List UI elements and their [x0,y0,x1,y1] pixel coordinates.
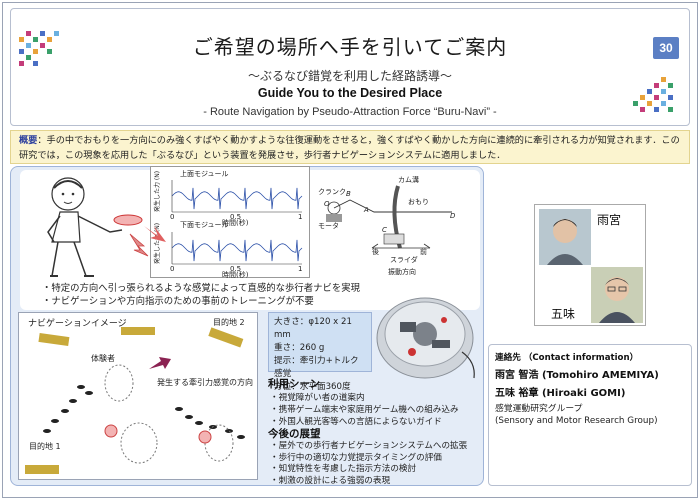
point-b-label: B [346,190,351,198]
tick-05-top: 0.5 [230,213,241,221]
upper-module-label: 上面モジュール [180,169,229,178]
spec-weight: 重さ：260 g [274,343,325,353]
front-label: 前 [420,247,427,256]
contact-label: 連絡先 （Contact information） [495,353,639,363]
ylabel-bottom: 発生した力 (N) [153,223,161,264]
decorative-dots-left [19,31,59,66]
photo-amemiya [539,209,591,265]
mechanism-diagram: クランク モータ カム溝 おもり スライダ 後 前 振動方向 O B A C D [318,175,456,276]
point-a-label: A [363,206,369,214]
contact-group-en: (Sensory and Motor Research Group) [495,416,658,426]
use-scene-item: 視覚障がい者の道案内 [270,392,459,404]
point-o-label: O [324,200,330,208]
navigation-illustration: 目的地 2 目的地 1 体験者 発生する牽引力感覚の方向 [25,317,253,474]
decorative-dots-right [633,77,673,112]
contact-box: 連絡先 （Contact information） 雨宮 智浩 (Tomohir… [488,344,692,486]
red-arrow-icon [144,226,166,242]
researcher-photos: 雨宮 五味 [534,204,646,326]
spec-presentation: 提示：牽引力+トルク感覚 [274,356,359,379]
navigation-image-title: ナビゲーションイメージ [28,319,127,329]
feature-bullet-1: 特定の方向へ引っ張られるような感覚によって直感的な歩行者ナビを実現 [42,282,360,295]
person-illustration [47,177,149,277]
contact-name-gomi: 五味 裕章 (Hiroaki GOMI) [495,388,626,399]
goal1-label: 目的地 1 [29,441,61,451]
goal2-label: 目的地 2 [213,317,245,327]
upper-force-series [171,187,303,210]
summary-text-line2: 研究では，この現象を応用した「ぶるなび」という装置を発展させ，歩行者ナビゲーショ… [19,150,506,161]
subtitle-japanese: ～ぶるなび錯覚を利用した経路誘導～ [247,69,452,83]
feature-bullet-2: ナビゲーションや方向指示のための事前のトレーニングが不要 [42,295,360,308]
name-tag-gomi: 五味 [551,307,576,321]
device-photo [376,297,475,379]
tick-0-bot: 0 [170,265,174,273]
photo-gomi [591,267,643,323]
motor-label: モータ [318,221,339,230]
future-item: 知覚特性を考慮した指示方法の検討 [270,464,467,476]
name-tag-amemiya: 雨宮 [597,213,622,227]
person-label: 体験者 [91,353,115,363]
summary-text-line1: ：手の中でおもりを一方向にのみ強くすばやく動かすような往復運動をさせると，強くす… [37,135,680,146]
future-item: 刺激の設計による強弱の表現 [270,476,467,488]
tick-0-top: 0 [170,213,174,221]
future-item: 歩行中の適切な力覚提示タイミングの評価 [270,453,467,465]
feature-bullets: 特定の方向へ引っ張られるような感覚によって直感的な歩行者ナビを実現 ナビゲーショ… [42,282,360,308]
direction-label: 振動方向 [388,267,416,276]
xlabel-bottom: 時間(秒) [222,270,249,278]
summary-label: 概要 [19,135,38,146]
xlabel-top: 時間(秒) [222,218,249,227]
spec-box: 大きさ：φ120 x 21 mm 重さ：260 g 提示：牽引力+トルク感覚 方… [268,312,372,392]
summary-box: 概要：手の中でおもりを一方向にのみ強くすばやく動かすような往復運動をさせると，強… [10,130,690,164]
point-d-label: D [450,212,456,220]
use-scene-list: 視覚障がい者の道案内 携帯ゲーム端末や家庭用ゲーム機への組み込み 外国人観光客等… [270,392,459,428]
use-scene-heading: 利用シーン [268,378,320,390]
ylabel-top: 発生した力 (N) [153,171,161,212]
weight-label: おもり [408,198,429,206]
contact-name-amemiya: 雨宮 智浩 (Tomohiro AMEMIYA) [495,370,659,381]
point-c-label: C [382,226,387,234]
spec-direction: 方位：水平面360度 [274,382,351,392]
tick-1-top: 1 [298,213,302,221]
title-english: Guide You to the Desired Place [257,86,443,100]
back-label: 後 [372,247,379,256]
lower-module-label: 下面モジュール [180,221,229,229]
force-chart: 上面モジュール 下面モジュール 0 0.5 1 時間(秒) 0 0.5 1 時間… [150,166,310,278]
poster-header: ご希望の場所へ手を引いてご案内 ～ぶるなび錯覚を利用した経路誘導～ Guide … [10,8,690,126]
page-number-badge: 30 [653,37,679,59]
future-list: 屋外での歩行者ナビゲーションシステムへの拡張 歩行中の適切な力覚提示タイミングの… [270,441,468,488]
force-direction-label: 発生する牽引力感覚の方向 [157,377,253,387]
contact-group-jp: 感覚運動研究グループ [495,404,583,414]
use-scene-item: 携帯ゲーム端末や家庭用ゲーム機への組み込み [270,404,459,416]
future-item: 屋外での歩行者ナビゲーションシステムへの拡張 [270,441,468,453]
tick-05-bot: 0.5 [230,265,241,273]
cam-label: カム溝 [398,175,419,184]
lower-force-series [171,239,303,262]
spec-size: 大きさ：φ120 x 21 mm [274,317,352,340]
crank-label: クランク [318,188,346,196]
slider-label: スライダ [390,255,418,264]
tick-1-bot: 1 [298,265,302,273]
use-scene-item: 外国人観光客等への言語によらないガイド [270,416,459,428]
subtitle-english: - Route Navigation by Pseudo-Attraction … [203,106,497,118]
future-heading: 今後の展望 [268,428,321,440]
title-japanese: ご希望の場所へ手を引いてご案内 [192,35,508,59]
